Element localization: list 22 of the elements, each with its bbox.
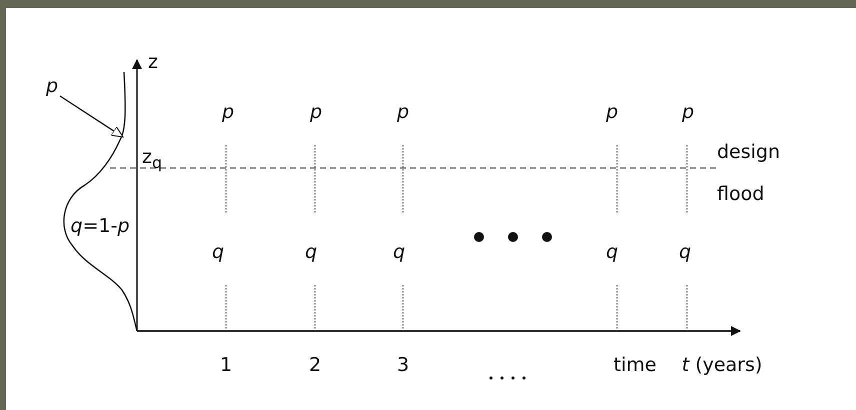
probability-label: p <box>46 75 58 97</box>
probability-label: p <box>682 101 694 123</box>
leader-arrow <box>60 95 124 138</box>
distribution-curve <box>63 72 138 332</box>
probability-label: p <box>222 101 234 123</box>
line-label: design flood <box>717 140 782 207</box>
axis-label: t (years) <box>682 354 762 376</box>
probability-label: p <box>310 101 322 123</box>
probability-label: q <box>678 241 692 263</box>
probability-label: q <box>304 241 318 263</box>
axis-label: time <box>614 354 656 376</box>
axis-label: z <box>148 51 158 73</box>
tick-label: 2 <box>308 354 322 376</box>
threshold-label: z$_{q}$ <box>142 146 162 174</box>
probability-label: q <box>606 241 618 263</box>
tick-label: 3 <box>396 354 410 376</box>
probability-label: p <box>396 101 410 123</box>
probability-label: q=1-p <box>70 215 130 237</box>
tick-label: 1 <box>220 354 232 376</box>
probability-label: p <box>606 101 618 123</box>
probability-label: q <box>392 241 406 263</box>
probability-label: q <box>212 241 224 263</box>
